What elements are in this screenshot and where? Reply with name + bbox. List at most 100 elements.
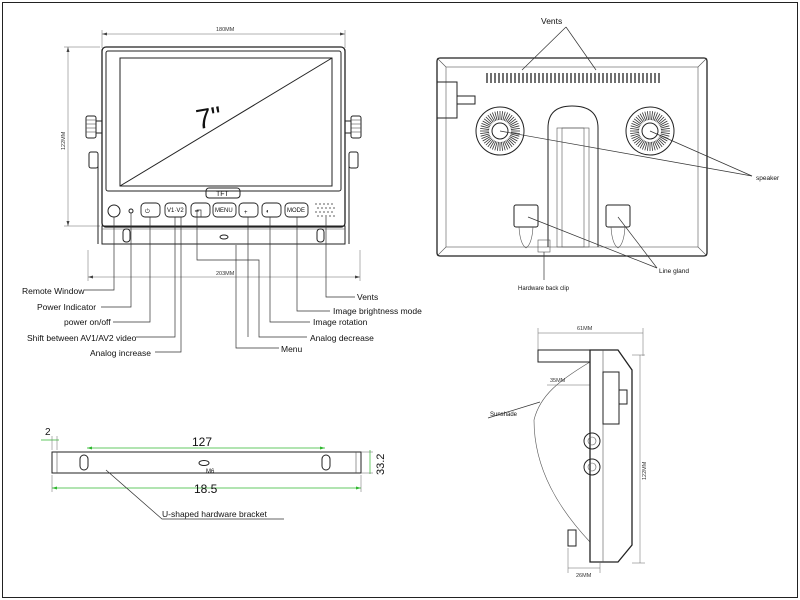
- speaker-rim: [625, 106, 675, 156]
- speaker-fin: [635, 138, 643, 146]
- speaker-fin: [630, 127, 640, 130]
- vent-dot: [319, 211, 321, 213]
- side-knob-upper: [583, 432, 601, 450]
- callout-power-indicator: Power Indicator: [37, 302, 96, 312]
- side-knob-lower: [583, 458, 601, 476]
- tft-label: TFT: [216, 191, 230, 198]
- bracket-view-m6-hole: [198, 460, 210, 466]
- speaker-fin: [641, 141, 647, 150]
- vent-dot: [323, 203, 325, 205]
- speaker-fin: [489, 113, 495, 122]
- speaker-fin: [656, 139, 663, 148]
- front-width-dimension: 180MM: [101, 27, 346, 48]
- speaker-fin: [653, 112, 659, 121]
- speaker-fin: [480, 125, 490, 129]
- vent-dot: [319, 203, 321, 205]
- callout-menu: Menu: [281, 344, 303, 354]
- speaker-fin: [501, 111, 504, 121]
- back-view: Vents speaker Line gland Hardware back c…: [436, 16, 780, 292]
- back-label-line-gland: Line gland: [659, 268, 689, 275]
- side-sunshade-curve: [533, 361, 591, 543]
- speaker-fin: [631, 134, 640, 140]
- side-height-label: 122MM: [642, 461, 648, 480]
- bracket-dim-left: 2: [45, 427, 51, 438]
- button-power[interactable]: ⏻: [140, 202, 161, 218]
- button-av-shift[interactable]: V1·V2: [164, 202, 187, 218]
- side-foot: [567, 529, 577, 547]
- side-base-label: 26MM: [576, 573, 592, 579]
- speaker-fin: [482, 136, 491, 142]
- speaker-fin: [483, 137, 492, 144]
- vent-dot: [315, 203, 317, 205]
- button-menu[interactable]: MENU: [212, 202, 237, 218]
- vent-dot: [329, 215, 331, 217]
- speaker-fin: [496, 111, 499, 121]
- bracket-view-slot-left: [79, 454, 89, 471]
- back-vent-slots: [486, 73, 660, 83]
- speaker-fin: [630, 132, 640, 135]
- svg-text:◐: ◐: [266, 209, 270, 215]
- speaker-fin: [502, 141, 506, 151]
- speaker-fin: [482, 120, 491, 126]
- screen-diagonal: [119, 57, 333, 187]
- back-center-mount: [547, 105, 599, 247]
- callout-power-onoff: power on/off: [64, 317, 111, 327]
- front-callout-leaders: [84, 209, 355, 353]
- screen-frame: [105, 50, 342, 192]
- back-label-speaker: speaker: [756, 175, 780, 182]
- bracket-name-label: U-shaped hardware bracket: [162, 509, 268, 519]
- vent-dot: [323, 211, 325, 213]
- speaker-fin: [491, 141, 497, 150]
- speaker-fin: [487, 139, 494, 148]
- speaker-fin: [655, 140, 661, 149]
- speaker-cone: [641, 122, 659, 140]
- speaker-fin: [510, 127, 520, 130]
- speaker-fin: [506, 139, 513, 148]
- vent-dot: [321, 207, 323, 209]
- vent-dot: [325, 215, 327, 217]
- side-depth-label: 61MM: [577, 326, 593, 332]
- speaker-fin: [487, 114, 494, 123]
- speaker-fin: [639, 113, 645, 122]
- speaker-fin: [510, 125, 520, 129]
- speaker-fin: [651, 141, 654, 151]
- front-width-label: 180MM: [216, 27, 235, 33]
- speaker-fin: [502, 111, 506, 121]
- button-mode[interactable]: MODE: [284, 202, 309, 218]
- speaker-fin: [631, 122, 640, 128]
- vent-dot: [327, 203, 329, 205]
- knob-left: [85, 115, 103, 244]
- button-rotate[interactable]: ◐: [261, 202, 282, 218]
- front-overall-width-label: 203MM: [216, 271, 235, 277]
- monitor-back-housing: [436, 57, 708, 257]
- front-height-dimension: 122MM: [61, 46, 100, 227]
- speaker-fin: [510, 122, 519, 128]
- speaker-fin: [503, 112, 509, 121]
- callout-remote-window: Remote Window: [22, 286, 85, 296]
- speaker-fin: [632, 136, 641, 142]
- speaker-fin: [659, 120, 668, 126]
- front-height-label: 122MM: [61, 131, 67, 150]
- speaker-fin: [489, 140, 495, 149]
- speaker-fin: [508, 118, 517, 125]
- speaker-fin: [656, 114, 663, 123]
- speaker-fin: [485, 116, 493, 124]
- side-view: 61MM 35MM Sunshade 122MM 26MM: [487, 326, 648, 579]
- side-monitor-body: [589, 349, 633, 563]
- svg-text:MODE: MODE: [287, 208, 305, 214]
- callout-image-rotation: Image rotation: [313, 317, 368, 327]
- button-plus[interactable]: +: [238, 202, 259, 218]
- speaker-fin: [496, 141, 499, 151]
- speaker-fin: [507, 138, 515, 146]
- back-label-hardware-back-clip: Hardware back clip: [518, 286, 570, 292]
- vent-dot: [317, 215, 319, 217]
- bracket-view: 2 127 M6 33.2 18.5 U-shaped hardware bra…: [41, 427, 387, 520]
- line-gland-left: [513, 204, 539, 249]
- back-label-vents: Vents: [541, 16, 562, 26]
- speaker-fin: [630, 125, 640, 129]
- speaker-rim: [475, 106, 525, 156]
- speaker-fin: [655, 113, 661, 122]
- callout-analog-decrease: Analog decrease: [310, 333, 374, 343]
